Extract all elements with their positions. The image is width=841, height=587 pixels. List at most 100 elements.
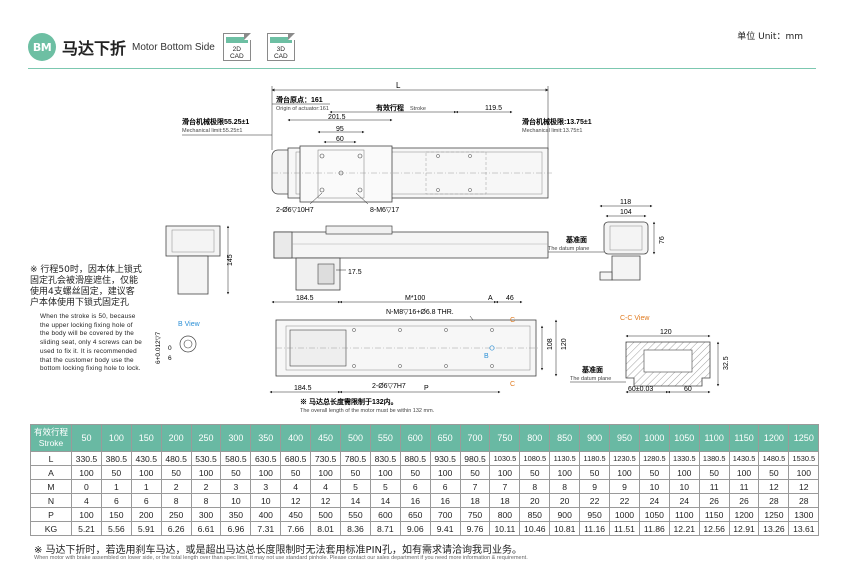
dim-184-5-b: 184.5 [294, 385, 312, 392]
dim-60-003: 60±0.03 [628, 386, 653, 393]
dim-L: L [396, 81, 401, 90]
table-cell: 10.11 [489, 521, 521, 536]
table-cell: 10 [668, 479, 700, 494]
stroke-header-value: 1050 [668, 424, 700, 452]
table-cell: 450 [280, 507, 312, 522]
table-cell: 1 [130, 479, 162, 494]
table-cell: 50 [758, 465, 790, 480]
dim-32-5: 32.5 [723, 356, 730, 370]
label-C-bottom: C [510, 381, 515, 388]
table-cell: 650 [399, 507, 431, 522]
table-cell: 28 [788, 493, 820, 508]
table-cell: 100 [429, 465, 461, 480]
table-cell: 1 [100, 479, 132, 494]
header-rule [28, 68, 816, 69]
table-cell: 1100 [668, 507, 700, 522]
table-cell: 1330.5 [668, 451, 700, 466]
table-cell: 100 [130, 465, 162, 480]
table-cell: 5.21 [71, 521, 102, 536]
table-cell: 780.5 [340, 451, 371, 466]
table-cell: 7 [489, 479, 521, 494]
table-cell: 100 [310, 465, 342, 480]
stroke-label-en: Stroke [410, 106, 426, 112]
table-cell: 980.5 [459, 451, 491, 466]
table-cell: 730.5 [310, 451, 342, 466]
table-cell: 10.46 [519, 521, 551, 536]
stroke-header-value: 300 [220, 424, 252, 452]
stroke-header-value: 200 [160, 424, 192, 452]
dim-145: 145 [227, 254, 234, 266]
dim-120-v: 120 [561, 338, 568, 350]
table-cell: 18 [459, 493, 491, 508]
dim-120: 120 [660, 329, 672, 336]
table-cell: 1380.5 [698, 451, 730, 466]
stroke-header-value: 1000 [638, 424, 670, 452]
table-cell: 1230.5 [609, 451, 640, 466]
b-view-dim: 6+0.012▽7 [155, 331, 162, 364]
table-cell: 9.76 [459, 521, 491, 536]
cad-2d-button[interactable]: 2D CAD [222, 33, 251, 61]
mech-limit-left: 滑台机械极限55.25±1 [182, 117, 249, 126]
table-cell: 50 [579, 465, 611, 480]
b-view-dim3: 6 [168, 355, 172, 362]
cc-view-label: C-C View [620, 315, 650, 322]
table-cell: 50 [220, 465, 252, 480]
table-cell: 300 [190, 507, 222, 522]
table-cell: 1200 [728, 507, 760, 522]
dim-108: 108 [547, 338, 554, 350]
table-cell: 8.01 [310, 521, 342, 536]
b-view-dim2: 0 [168, 345, 172, 352]
table-cell: 10.81 [549, 521, 581, 536]
table-cell: 1250 [758, 507, 790, 522]
table-cell: 20 [549, 493, 581, 508]
table-cell: 7.66 [280, 521, 312, 536]
table-cell: 4 [71, 493, 102, 508]
row-label: A [30, 465, 72, 480]
origin-label-en: Origin of actuator:161 [276, 106, 329, 112]
stroke-header-value: 150 [130, 424, 162, 452]
stroke-header-value: 1100 [698, 424, 730, 452]
stroke-50-note-en: When the stroke is 50, because the upper… [40, 313, 142, 373]
stroke-50-note-cn: ※ 行程50时，因本体上锁式固定孔会被滑座遮住，仅能使用4支螺丝固定，建议客户本… [30, 265, 142, 308]
table-cell: 850 [519, 507, 551, 522]
table-cell: 50 [340, 465, 371, 480]
table-cell: 7.31 [250, 521, 282, 536]
table-cell: 400 [250, 507, 282, 522]
table-cell: 9 [579, 479, 611, 494]
table-cell: 11 [728, 479, 760, 494]
table-cell: 12.21 [668, 521, 700, 536]
table-cell: 50 [399, 465, 431, 480]
table-cell: 13.26 [758, 521, 790, 536]
b-view [179, 335, 197, 353]
page-title-cn: 马达下折 [62, 39, 127, 58]
table-cell: 200 [130, 507, 162, 522]
table-cell: 580.5 [220, 451, 252, 466]
bm-badge: BM [28, 33, 56, 61]
front-view: 17.5 [273, 225, 549, 291]
label-B: B [484, 353, 489, 360]
stroke-header-value: 100 [100, 424, 132, 452]
stroke-header-value: 950 [609, 424, 640, 452]
table-cell: 100 [250, 465, 282, 480]
stroke-header-value: 800 [519, 424, 551, 452]
dim-76: 76 [659, 236, 666, 244]
stroke-header-value: 550 [369, 424, 401, 452]
label-P: P [424, 385, 429, 392]
table-cell: 14 [369, 493, 401, 508]
label-A: A [488, 295, 493, 302]
table-cell: 1180.5 [579, 451, 611, 466]
motor-note-en: The overall length of the motor must be … [300, 408, 435, 414]
cad-3d-sublabel: CAD [273, 53, 288, 60]
table-cell: 5.91 [130, 521, 162, 536]
cc-view [625, 341, 711, 387]
table-cell: 22 [609, 493, 640, 508]
dim-119-5: 119.5 [485, 105, 502, 112]
dim-46: 46 [506, 295, 514, 302]
table-cell: 330.5 [71, 451, 102, 466]
table-cell: 430.5 [130, 451, 162, 466]
table-cell: 50 [160, 465, 192, 480]
table-cell: 700 [429, 507, 461, 522]
cad-3d-button[interactable]: 3D CAD [266, 33, 295, 61]
